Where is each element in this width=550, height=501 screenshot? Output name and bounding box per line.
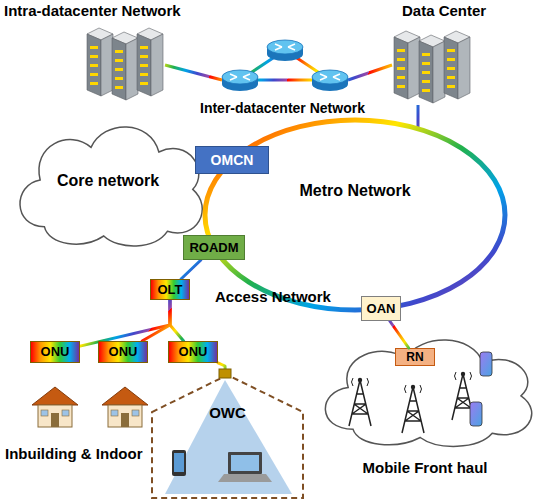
laptop-base (218, 474, 272, 482)
ring-shape (205, 120, 505, 310)
node-text: ONU (41, 344, 70, 360)
olt-box: OLT (150, 279, 190, 300)
fiber-connector (142, 300, 170, 341)
section-title: Intra-datacenter Network (4, 2, 181, 19)
node-text: RN (406, 350, 423, 365)
fiber-connector (181, 260, 201, 279)
onu-box: ONU (98, 341, 148, 363)
fiber-link (348, 65, 392, 80)
phone-screen (174, 453, 184, 472)
router-ring-link (240, 50, 330, 80)
fiber-connector (390, 321, 409, 348)
server-cluster (394, 31, 470, 103)
node-text: ONU (109, 344, 138, 360)
cloud-shape (325, 340, 531, 446)
rn-box: RN (395, 348, 435, 366)
node-text: ROADM (189, 240, 238, 256)
node-text: OMCN (211, 152, 254, 169)
node-text: OLT (157, 282, 182, 298)
onu-box: ONU (168, 341, 218, 363)
fiber-connector (170, 300, 184, 341)
section-title: Inbuilding & Indoor (5, 445, 142, 462)
oan-box: OAN (361, 296, 401, 321)
section-title: Inter-datacenter Network (200, 100, 365, 116)
fiber-link (165, 65, 222, 80)
omcn-box: OMCN (195, 146, 269, 174)
roadm-box: ROADM (183, 235, 245, 260)
phone-device (172, 450, 186, 476)
node-text: OWC (209, 404, 246, 422)
fiber-connector (80, 300, 170, 346)
router-icon (222, 70, 258, 91)
section-title: Access Network (215, 288, 331, 305)
node-text: Mobile Front haul (363, 459, 488, 477)
router-icon (267, 40, 303, 61)
server-cluster (87, 28, 163, 100)
cloud-shape (20, 127, 202, 246)
owc-room-outline (150, 372, 305, 500)
router-icon (312, 70, 348, 91)
mobile-fronthaul-cloud-outline (305, 325, 545, 450)
fiber-connector (218, 363, 225, 372)
section-title: Data Center (402, 2, 486, 19)
house-outline (152, 375, 303, 498)
onu-box: ONU (30, 341, 80, 363)
house-icon (32, 387, 78, 427)
node-text: Core network (57, 171, 159, 190)
node-text: OAN (367, 301, 396, 317)
laptop-screen (231, 455, 259, 471)
owc-room: OWC (150, 372, 305, 500)
node-text: Metro Network (299, 181, 410, 200)
laptop-lid (228, 452, 262, 474)
core-network-cloud: Core network (2, 110, 214, 250)
mobile-fronthaul-cloud: Mobile Front haul RN (305, 325, 545, 477)
house-icon (102, 387, 148, 427)
node-text: ONU (179, 344, 208, 360)
